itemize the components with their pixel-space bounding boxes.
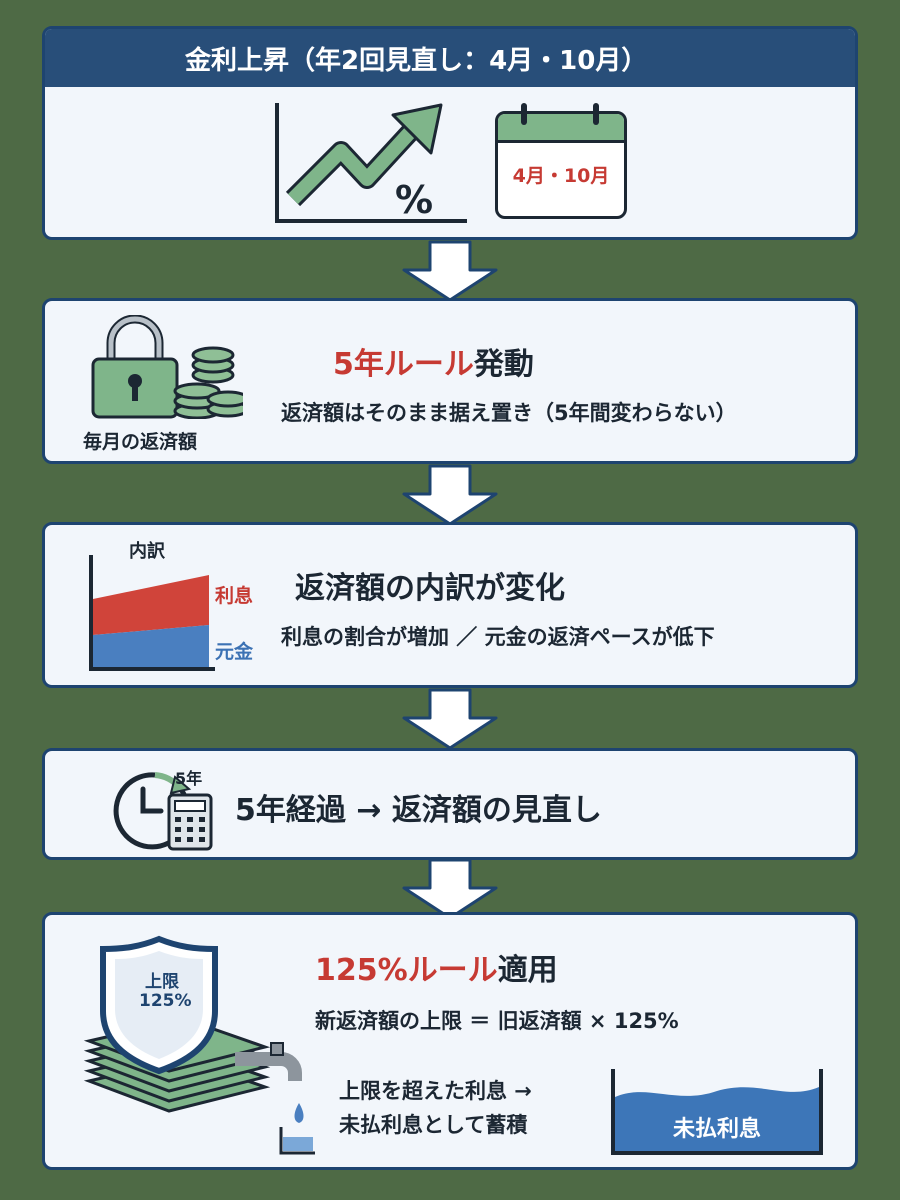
page-title: 金利上昇（年2回見直し：4月・10月） — [45, 29, 855, 87]
unpaid-interest-tank-icon — [611, 1069, 823, 1155]
breakdown-chart — [89, 555, 215, 671]
step-five-year-review-panel: 5年 5年経過 → 返済額の見直し — [42, 748, 858, 860]
flow-arrow-3 — [402, 688, 498, 750]
lock-and-coins-icon — [91, 315, 243, 419]
rising-rate-chart-icon: % — [275, 103, 467, 223]
125-rule-label: 125%ルール — [315, 953, 498, 988]
five-year-clock-label: 5年 — [175, 769, 203, 788]
five-year-rule-title-rest: 発動 — [473, 347, 534, 382]
monthly-payment-label: 毎月の返済額 — [83, 431, 198, 453]
step-rate-rise-panel: 金利上昇（年2回見直し：4月・10月） % 4月・10月 — [42, 26, 858, 240]
step-five-year-rule-panel: 毎月の返済額 5年ルール発動 返済額はそのまま据え置き（5年間変わらない） — [42, 298, 858, 464]
five-year-rule-label: 5年ルール — [333, 347, 474, 382]
step-breakdown-panel: 内訳 利息 元金 返済額の内訳が変化 利息の割合が増加 ／ 元金の返済ペースが低… — [42, 522, 858, 688]
flow-arrow-4 — [402, 858, 498, 920]
shield-money-faucet-icon — [83, 935, 315, 1155]
payment-cap-formula: 新返済額の上限 ＝ 旧返済額 × 125% — [315, 1009, 679, 1033]
interest-label: 利息 — [215, 585, 254, 607]
calendar-label: 4月・10月 — [512, 165, 610, 187]
excess-interest-note-line2: 未払利息として蓄積 — [339, 1113, 528, 1137]
flow-arrow-2 — [402, 464, 498, 526]
principal-label: 元金 — [215, 641, 254, 663]
five-year-review-title: 5年経過 → 返済額の見直し — [235, 793, 602, 828]
125-rule-title-rest: 適用 — [497, 953, 558, 988]
calendar-ring-left — [521, 103, 527, 125]
breakdown-subtitle: 利息の割合が増加 ／ 元金の返済ペースが低下 — [281, 625, 715, 649]
interest-area — [93, 575, 209, 635]
flow-arrow-1 — [402, 240, 498, 302]
breakdown-chart-title: 内訳 — [129, 541, 165, 562]
breakdown-title: 返済額の内訳が変化 — [295, 571, 565, 606]
shield-limit-label: 上限 — [145, 972, 179, 992]
unpaid-interest-label: 未払利息 — [672, 1117, 761, 1142]
percent-symbol: % — [395, 178, 433, 222]
five-year-rule-subtitle: 返済額はそのまま据え置き（5年間変わらない） — [281, 401, 737, 425]
step-125-rule-panel: 上限 125% 125%ルール適用 新返済額の上限 ＝ 旧返済額 × 125% … — [42, 912, 858, 1170]
calendar-ring-right — [593, 103, 599, 125]
clock-calculator-icon — [113, 772, 213, 851]
calendar-icon: 4月・10月 — [495, 111, 627, 219]
shield-percent-label: 125% — [139, 991, 192, 1011]
excess-interest-note-line1: 上限を超えた利息 → — [339, 1079, 532, 1103]
principal-area — [93, 625, 209, 669]
